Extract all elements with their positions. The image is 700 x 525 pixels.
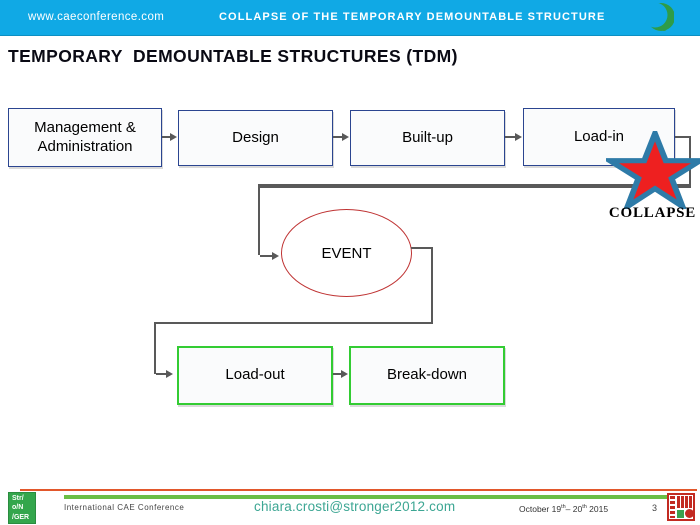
seal-pattern [677,496,692,508]
load-in-label: Load-in [573,127,625,145]
connector-built-loadin [505,136,515,138]
footer-green-rule [64,495,688,499]
event-label: EVENT [321,244,372,262]
break-down-label: Break-down [386,366,468,384]
seal-stripe [670,496,675,518]
date-part: 2015 [586,504,609,514]
arrowhead-breakdown-icon [341,370,348,378]
flow-box-design: Design [178,110,333,166]
connector-loadin-right [675,136,691,138]
flow-box-built-up: Built-up [350,110,505,166]
date-superscript: th [561,504,566,511]
flow-box-break-down: Break-down [349,346,505,405]
collapse-star-icon [600,125,700,214]
seal-logo-icon [667,493,695,521]
connector-loadout-breakdown [333,373,342,375]
collapse-label: COLLAPSE [608,205,697,221]
connector-into-loadout [156,373,167,375]
stronger-logo-line: o/N [12,504,24,512]
connector-into-event [260,255,273,257]
connector-mgmt-design [162,136,171,138]
management-label-line1: Management & [34,118,136,136]
arrowhead-built-loadin-icon [515,133,522,141]
conference-url-link[interactable]: www.caeconference.com [28,11,165,23]
design-label: Design [232,128,279,146]
flow-box-load-out: Load-out [177,346,333,405]
flow-ellipse-event: EVENT [281,209,412,297]
footer-email-link[interactable]: chiara.crosti@stronger2012.com [254,499,456,514]
page-number: 3 [652,503,658,513]
connector-down-to-loadout [154,322,156,374]
load-out-label: Load-out [225,366,285,384]
connector-event-right [411,247,433,249]
footer-orange-rule [20,489,697,491]
seal-green-square [677,510,684,518]
date-part: – 20 [565,504,583,514]
seal-red-circle [685,509,694,518]
arrowhead-loadout-icon [166,370,173,378]
footer-conference-name: International CAE Conference [64,503,185,512]
cae-crescent-logo-icon [642,1,675,38]
arrowhead-design-built-icon [342,133,349,141]
header-bar: www.caeconference.com COLLAPSE OF THE TE… [0,0,700,36]
management-label-line2: Administration [37,137,133,155]
connector-down-to-event [258,188,260,255]
date-part: October 19 [519,504,562,514]
footer-date: October 19th– 20th 2015 [519,504,608,514]
built-up-label: Built-up [402,128,453,146]
connector-thick-horizontal [258,184,691,188]
presentation-title: COLLAPSE OF THE TEMPORARY DEMOUNTABLE ST… [219,11,606,23]
stronger-project-logo: Str/ o/N /GER [8,492,36,524]
connector-design-built [333,136,342,138]
flow-box-management: Management & Administration [8,108,162,167]
arrowhead-mgmt-design-icon [170,133,177,141]
stronger-logo-line: /GER [12,513,30,521]
stronger-logo-line: Str/ [12,495,24,503]
connector-left-horizontal [154,322,433,324]
date-superscript: th [582,504,587,511]
connector-event-down [431,247,433,324]
slide-title: TEMPORARY DEMOUNTABLE STRUCTURES (TDM) [8,46,458,66]
arrowhead-event-icon [272,252,279,260]
